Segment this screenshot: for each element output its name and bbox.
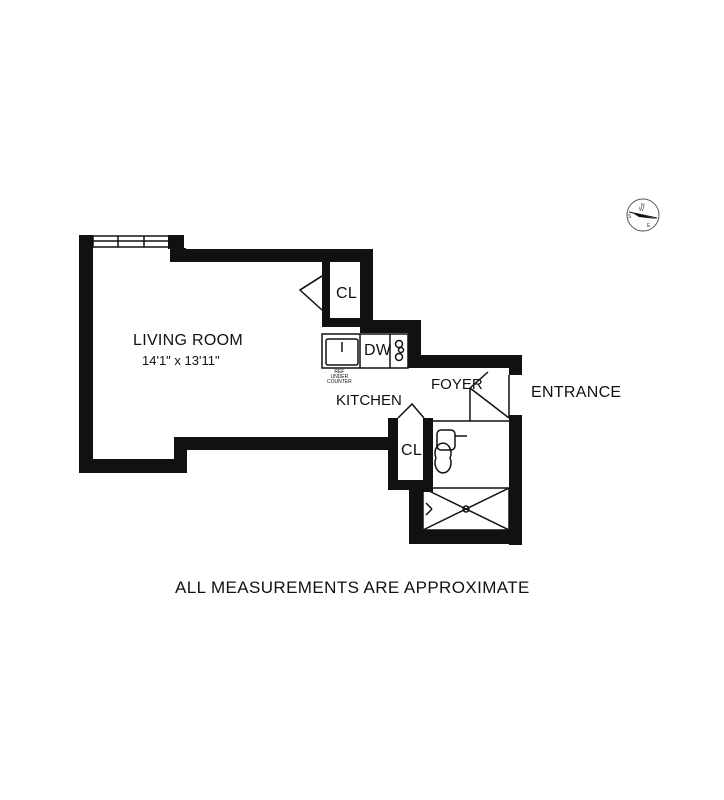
window: [92, 235, 170, 248]
living-room-walls: [79, 235, 396, 473]
entrance-door: [469, 371, 510, 419]
closet-upper-walls: [322, 262, 373, 327]
bathtub-icon: [422, 487, 510, 531]
living-room-label: LIVING ROOM: [133, 332, 243, 349]
compass-n: N: [641, 203, 645, 209]
entrance-label: ENTRANCE: [531, 384, 622, 401]
bathroom-door-line: [433, 388, 509, 422]
ref-note-line2: UNDER: [330, 374, 349, 380]
closet-upper-door: [298, 275, 323, 311]
living-room-dimensions: 14'1" x 13'11": [142, 353, 220, 368]
kitchen-label: KITCHEN: [336, 392, 402, 409]
foyer-label: FOYER: [431, 376, 483, 393]
compass-s: S: [628, 214, 632, 220]
compass-e: E: [647, 223, 651, 229]
closet-lower-door: [397, 402, 425, 419]
ref-note: REF UNDER COUNTER: [327, 370, 352, 385]
measurements-note: ALL MEASUREMENTS ARE APPROXIMATE: [175, 578, 530, 597]
compass-w: W: [639, 207, 644, 213]
bathroom-walls: [388, 415, 522, 545]
kitchen-counter: [321, 333, 409, 369]
ref-note-line3: COUNTER: [327, 379, 352, 385]
toilet-icon: [434, 429, 467, 474]
ref-note-line1: REF: [334, 369, 345, 375]
closet-upper-label: CL: [336, 285, 358, 302]
compass-icon: N S W E: [626, 198, 660, 232]
kitchen-walls: [360, 320, 522, 375]
closet-lower-label: CL: [401, 442, 423, 459]
dishwasher-label: DW: [364, 342, 392, 359]
